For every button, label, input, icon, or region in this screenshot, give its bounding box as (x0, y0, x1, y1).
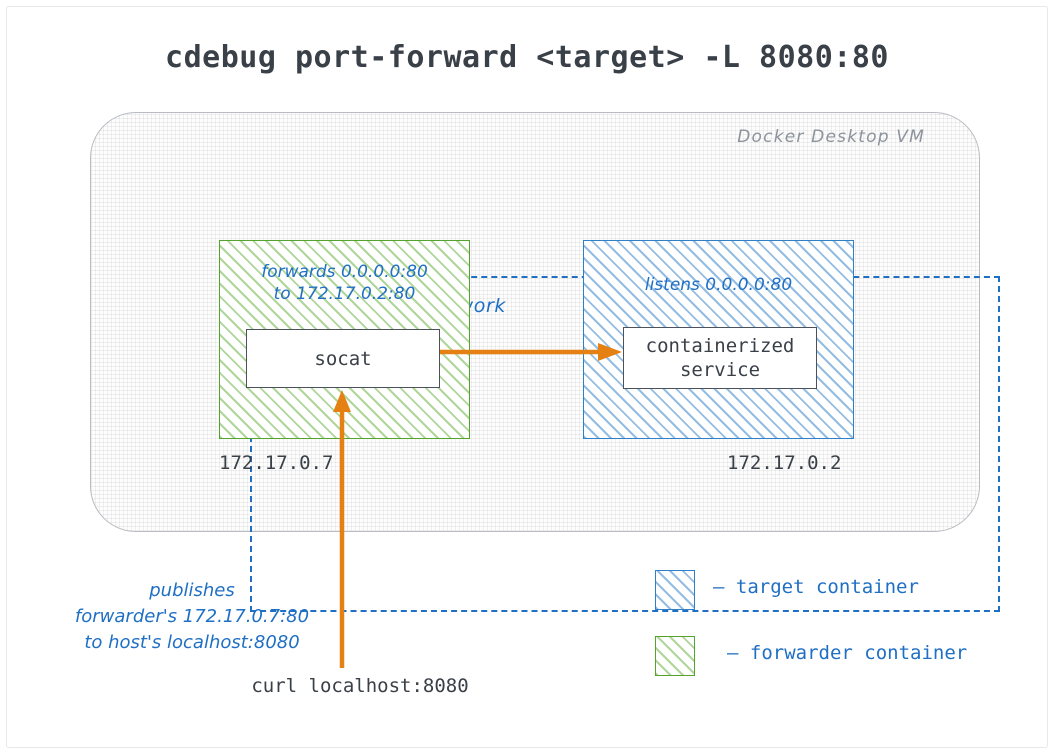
arrow-right-icon (440, 343, 622, 361)
target-ip-label: 172.17.0.2 (727, 452, 842, 474)
legend-item-target-container: – target container (655, 570, 1035, 636)
socat-process-box: socat (246, 329, 440, 388)
arrow-up-icon (333, 390, 351, 668)
page-border (6, 6, 1048, 748)
target-note: listens 0.0.0.0:80 (644, 275, 793, 295)
legend: – target container – forwarder container (655, 570, 1035, 702)
forwarder-ip-label: 172.17.0.7 (219, 452, 334, 474)
curl-command-label: curl localhost:8080 (251, 675, 469, 697)
publish-note: publishes forwarder's 172.17.0.7:80 to h… (74, 580, 310, 653)
page-title: cdebug port-forward <target> -L 8080:80 (165, 40, 889, 75)
legend-swatch-target-icon (655, 570, 695, 610)
containerized-service-box: containerized service (623, 327, 817, 389)
legend-item-forwarder-container: – forwarder container (655, 636, 1035, 702)
docker-desktop-vm-label: Docker Desktop VM (737, 127, 925, 147)
legend-label-forwarder: – forwarder container (727, 642, 968, 664)
forwarder-note: forwards 0.0.0.0:80 to 172.17.0.2:80 (261, 262, 428, 304)
legend-label-target: – target container (713, 576, 919, 598)
legend-swatch-forwarder-icon (655, 636, 695, 676)
